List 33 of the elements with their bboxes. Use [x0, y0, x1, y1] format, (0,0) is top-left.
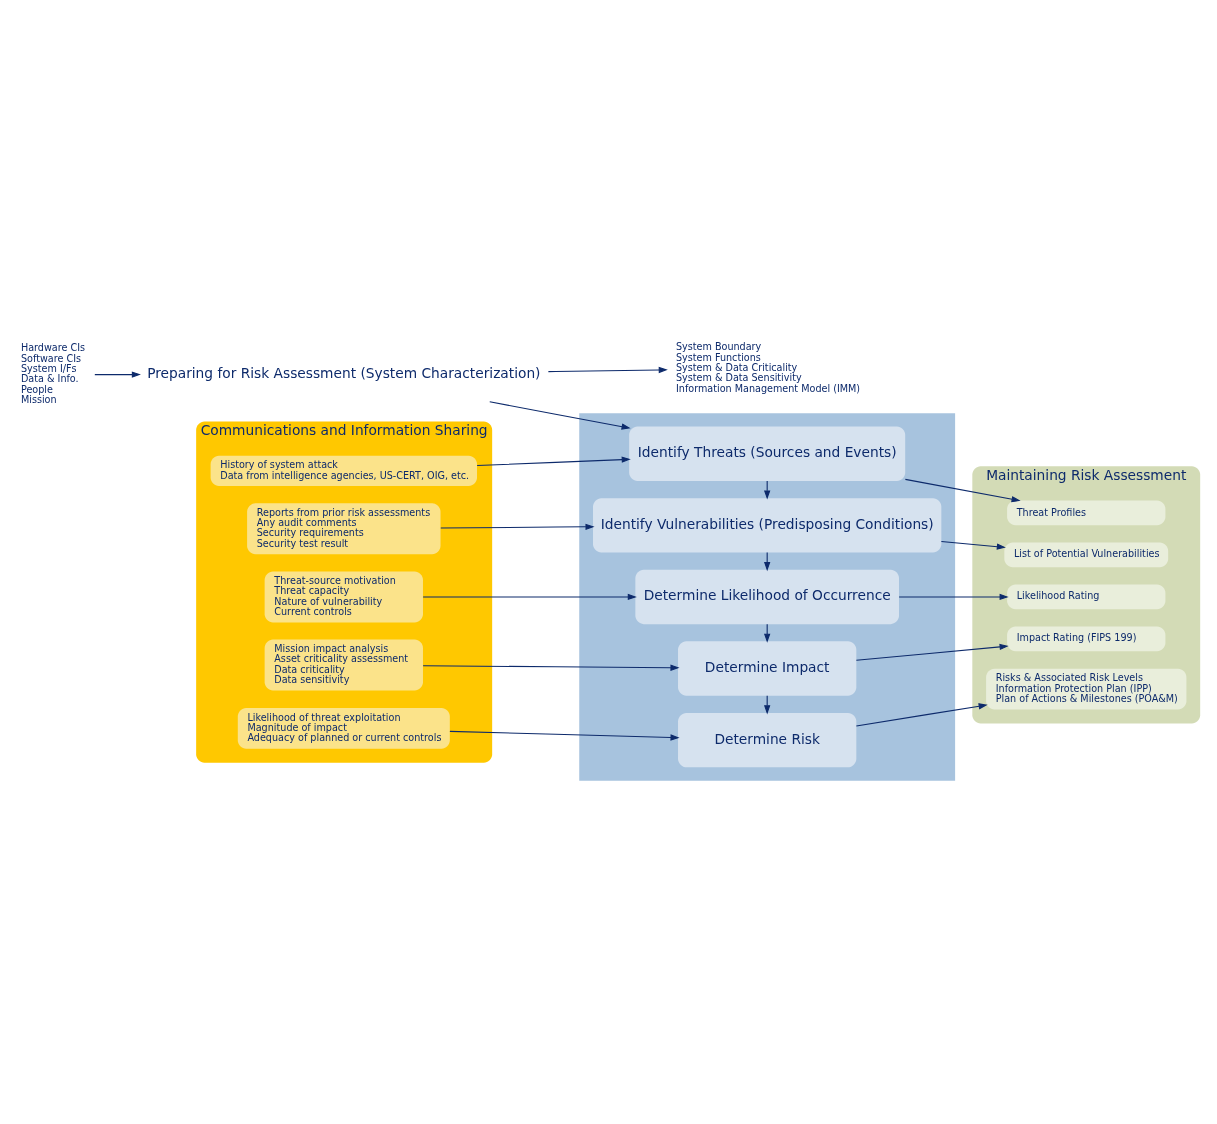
arrow	[94, 371, 141, 378]
node-box: Determine Risk	[678, 712, 857, 768]
node-box: Likelihood of threat exploitation Magnitude of impact Adequacy of planned or current controls	[237, 708, 450, 749]
node-box: Identify Vulnerabilities (Predisposing Conditions)	[593, 498, 942, 553]
arrow	[764, 623, 771, 643]
node-box: History of system attack Data from intelligence agencies, US-CERT, OIG, etc.	[210, 455, 477, 487]
node-box: Threat Profiles	[1007, 500, 1166, 526]
arrow	[476, 456, 631, 467]
arrow	[855, 643, 1009, 661]
node-box: Reports from prior risk assessments Any audit comments Security requirements Security test result	[247, 503, 441, 555]
arrow	[547, 366, 668, 374]
node-box: Identify Threats (Sources and Events)	[629, 426, 906, 481]
node-box: Risks & Associated Risk Levels Information Protection Plan (IPP) Plan of Actions & Milestones (POA&M)	[986, 668, 1187, 710]
arrow	[422, 593, 637, 601]
arrow	[940, 540, 1006, 550]
node-box: Likelihood Rating	[1007, 584, 1166, 610]
node-box: Mission impact analysis Asset criticality assessment Data criticality Data sensitivity	[264, 639, 423, 691]
node-box: Determine Likelihood of Occurrence	[635, 569, 899, 625]
node-box: Determine Impact	[678, 641, 857, 696]
arrow	[422, 664, 680, 671]
node-box: Threat-source motivation Threat capacity Nature of vulnerability Current controls	[264, 571, 423, 623]
cluster	[579, 413, 956, 781]
arrow	[449, 730, 680, 741]
arrow	[904, 478, 1021, 503]
node-text: System Boundary System Functions System & Data Criticality System & Data Sensitivity Information Management Model (IMM)	[675, 341, 861, 394]
arrow	[489, 401, 631, 430]
arrow	[855, 703, 988, 727]
arrow	[898, 593, 1009, 601]
node-text: Preparing for Risk Assessment (System Characterization)	[147, 365, 541, 382]
node-box: Impact Rating (FIPS 199)	[1007, 626, 1166, 652]
node-box: List of Potential Vulnerabilities	[1004, 542, 1169, 568]
arrow	[440, 523, 595, 530]
node-text: Hardware CIs Software CIs System I/Fs Data & Info. People Mission	[20, 342, 86, 405]
